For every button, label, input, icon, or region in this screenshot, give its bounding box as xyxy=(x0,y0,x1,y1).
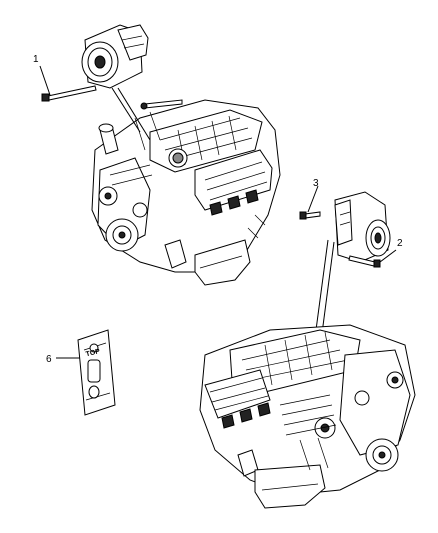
mount-bracket: TOP xyxy=(77,329,116,416)
bracket-stamp: TOP xyxy=(85,348,101,358)
leader-line xyxy=(111,87,141,133)
callout-2: 2 xyxy=(397,238,403,249)
callout-3: 3 xyxy=(313,178,319,189)
upper-ac-compressor xyxy=(81,24,149,89)
callout-2-leader xyxy=(379,249,397,263)
lower-engine xyxy=(199,324,416,509)
bolt-2 xyxy=(348,255,381,268)
upper-engine xyxy=(91,99,281,286)
callout-6: 6 xyxy=(46,354,52,365)
bolt-1 xyxy=(41,85,97,102)
callout-3-leader xyxy=(307,185,319,213)
upper-stud xyxy=(140,99,183,110)
callout-1-leader xyxy=(39,65,51,96)
leader-line xyxy=(117,87,151,141)
lower-ac-compressor xyxy=(334,191,391,263)
bolt-3 xyxy=(299,211,321,220)
callout-1: 1 xyxy=(33,54,39,65)
